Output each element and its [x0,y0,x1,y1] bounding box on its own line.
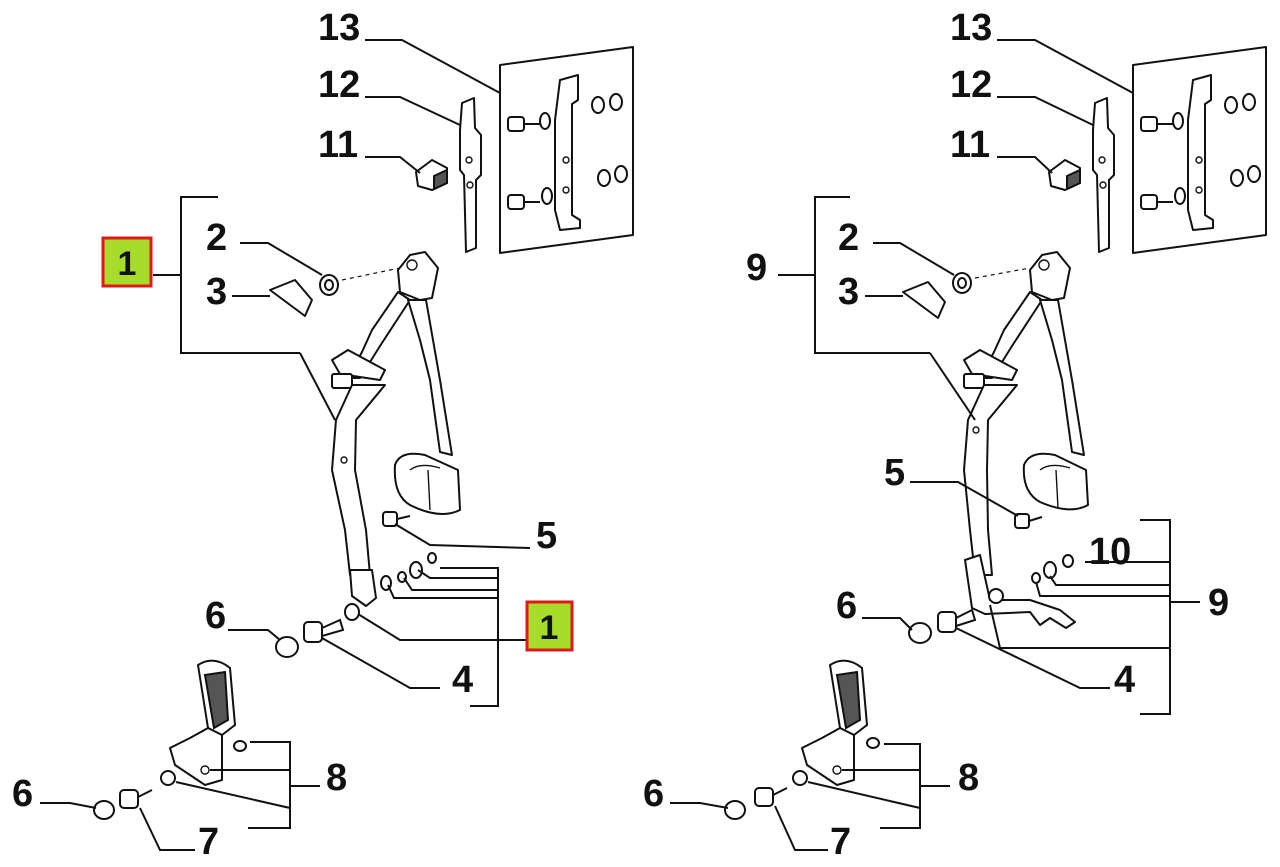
left-callout-13: 13 [318,7,360,49]
right-buckle-bolt [754,787,788,807]
right-cover-cap [902,281,946,319]
right-callout-9-right: 9 [1208,582,1229,624]
right-assembly: 13 12 11 9 2 3 5 10 9 6 4 6 8 7 [643,7,1267,863]
highlight-label-1-top-text: 1 [118,245,137,283]
right-callout-13: 13 [950,7,992,49]
right-callout-6-upper: 6 [836,585,857,627]
highlight-label-1-bottom[interactable]: 1 [525,600,574,652]
right-callout-10: 10 [1089,531,1131,573]
right-callout-8: 8 [958,757,979,799]
left-panel-bolt-upper [507,112,551,132]
left-callout-8: 8 [326,757,347,799]
right-callout-6-lower: 6 [643,773,664,815]
left-callout-7: 7 [198,821,219,863]
right-callout-4: 4 [1114,659,1135,701]
left-cover-cap [269,279,313,317]
left-bolt-4 [303,618,345,643]
right-callout-3: 3 [838,271,859,313]
left-callout-5: 5 [536,515,557,557]
right-cap-6-upper [908,622,932,644]
right-anchor-plate-panel [1132,46,1267,254]
right-callout-2: 2 [838,217,859,259]
left-buckle-bolt [119,789,153,809]
right-callout-12: 12 [950,64,992,106]
right-retractor [1022,452,1089,511]
left-anchor-plate-panel [499,46,634,254]
left-callout-3: 3 [206,271,227,313]
right-buckle-assembly [724,659,880,820]
right-callout-7: 7 [830,821,851,863]
left-panel-bolt-lower [507,187,553,210]
right-panel-bolt-upper [1140,112,1184,132]
highlight-label-1-top[interactable]: 1 [101,236,153,288]
right-callout-9-upper: 9 [746,247,767,289]
right-height-adjuster-bar [1092,97,1115,253]
highlight-label-1-bottom-text: 1 [540,609,559,647]
right-nut [952,272,972,294]
left-seat-belt [331,251,461,607]
right-callout-11: 11 [950,124,990,166]
left-callout-2: 2 [206,217,227,259]
left-cap-6-upper [275,636,299,658]
right-panel-bolt-lower [1140,187,1186,210]
left-buckle-assembly [93,659,247,820]
left-height-adjuster-bar [459,97,482,253]
left-callout-12: 12 [318,64,360,106]
left-bolt-5 [382,511,411,527]
left-callout-6-lower: 6 [12,773,33,815]
left-callout-11: 11 [318,124,358,166]
right-bolt-5 [1014,513,1043,529]
left-retractor [393,452,461,515]
right-seat-belt [963,251,1089,629]
left-callout-6-upper: 6 [205,595,226,637]
right-callout-5: 5 [884,452,905,494]
left-assembly: 13 12 11 2 3 5 6 4 6 8 7 1 1 [12,7,634,863]
left-callout-4: 4 [452,659,473,701]
right-cap-6-lower [724,800,746,820]
left-cap-6-lower [93,800,115,820]
left-nut [319,274,339,296]
right-bolt-4 [937,608,977,633]
